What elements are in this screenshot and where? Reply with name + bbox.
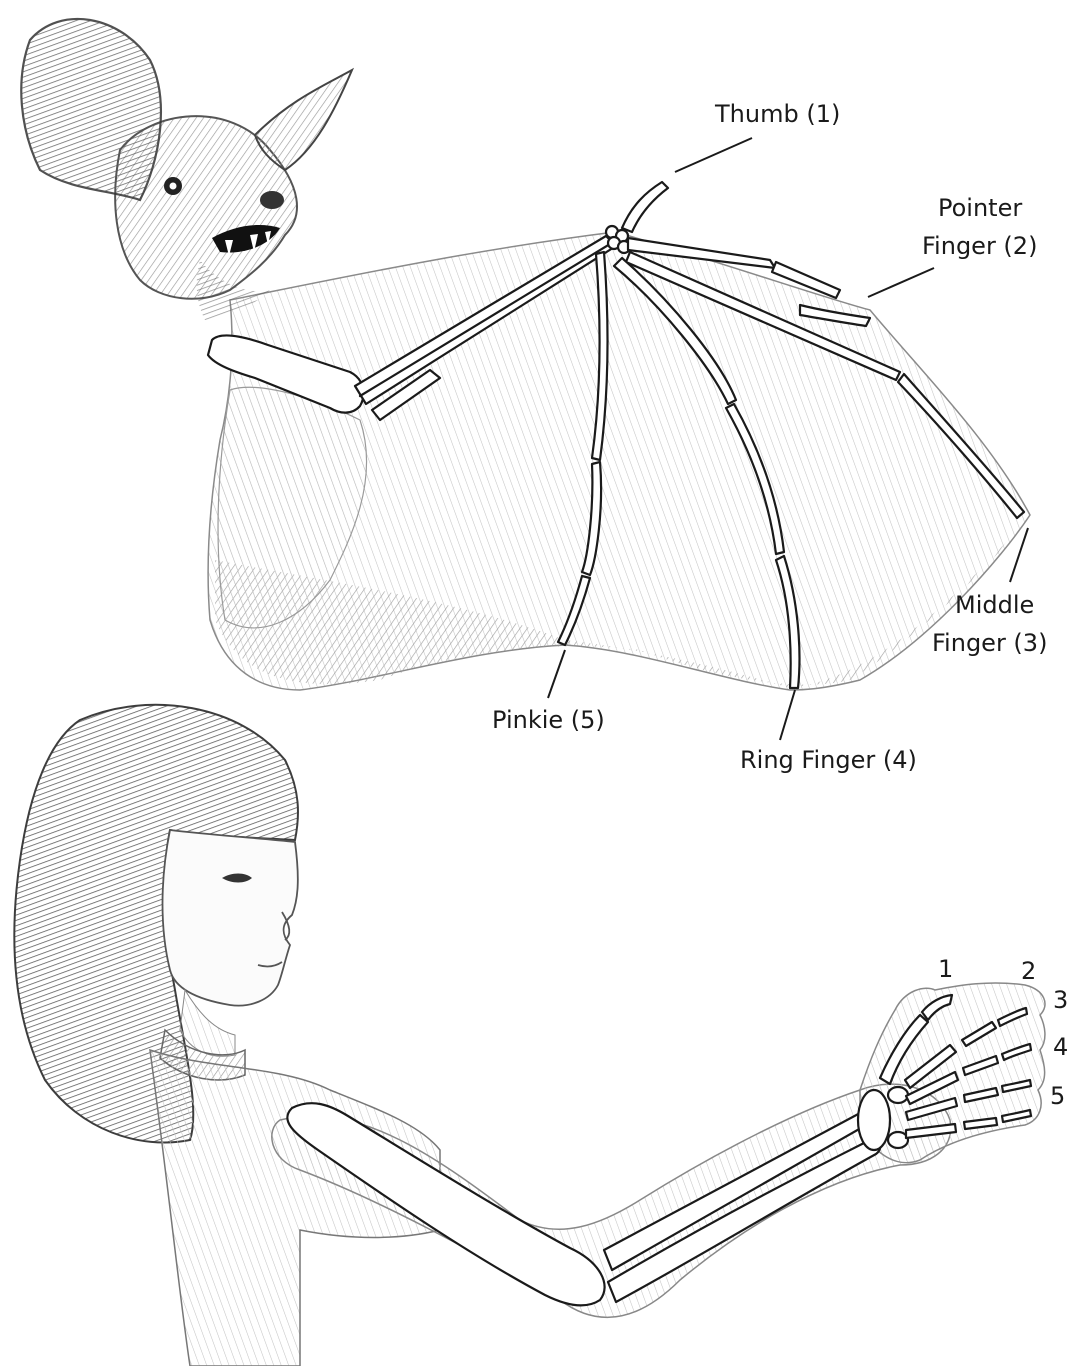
human-radius-bone — [604, 1112, 870, 1270]
label-pointer-finger-line1: Pointer — [938, 190, 1022, 226]
human-illustration — [14, 705, 1045, 1366]
human-carpal-bones — [858, 1090, 890, 1150]
human-finger-number-3: 3 — [1053, 986, 1068, 1014]
bat-ear-left — [21, 19, 161, 200]
pinkie-leader-line — [548, 650, 565, 698]
label-middle-finger-line1: Middle — [955, 587, 1034, 623]
label-thumb: Thumb (1) — [715, 96, 840, 132]
human-finger-number-1: 1 — [938, 955, 953, 983]
bat-illustration — [21, 19, 1030, 690]
label-ring-finger: Ring Finger (4) — [740, 742, 917, 778]
human-finger-number-5: 5 — [1050, 1082, 1065, 1110]
human-finger-number-4: 4 — [1053, 1033, 1068, 1061]
thumb-leader-line — [675, 138, 752, 172]
ring-leader-line — [780, 690, 795, 740]
label-middle-finger-line2: Finger (3) — [932, 625, 1047, 661]
label-pinkie: Pinkie (5) — [492, 702, 605, 738]
girl-face — [163, 830, 298, 1006]
human-finger-number-2: 2 — [1021, 957, 1036, 985]
label-pointer-finger-line2: Finger (2) — [922, 228, 1037, 264]
bat-thumb-bone — [622, 182, 668, 232]
bat-nose — [260, 191, 284, 209]
pointer-leader-line — [868, 268, 934, 297]
bat-ear-right — [255, 70, 352, 170]
